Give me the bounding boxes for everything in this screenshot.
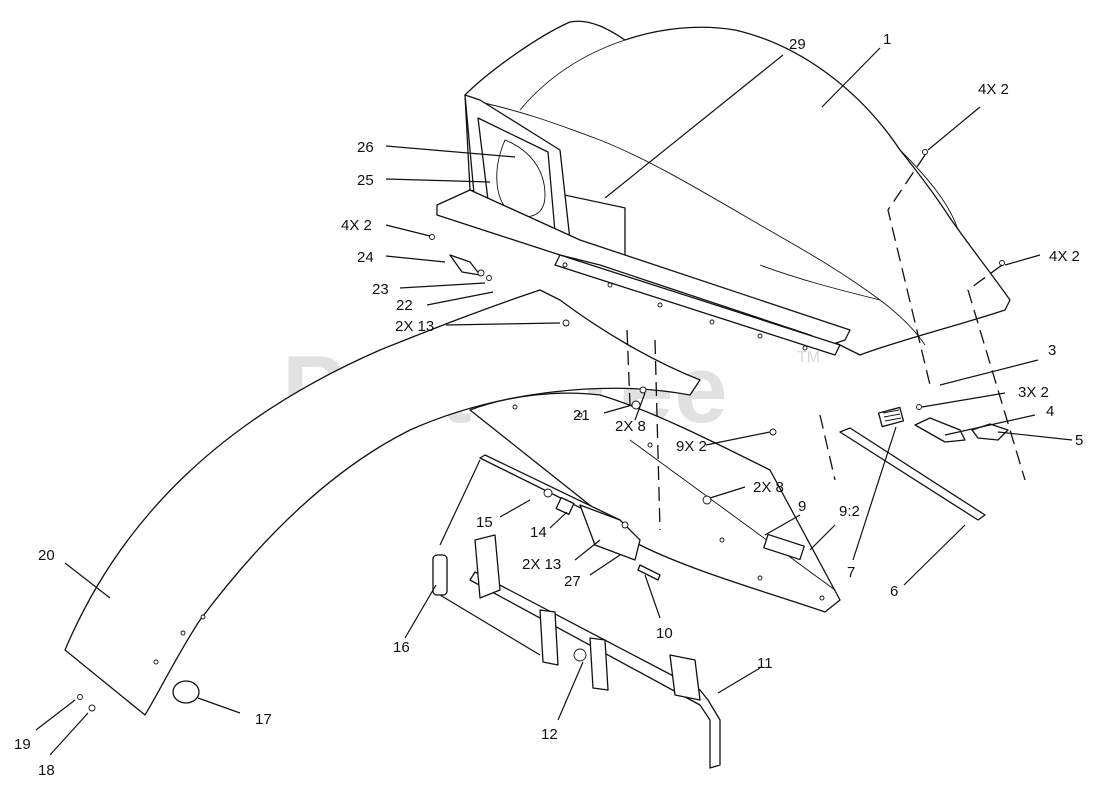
part-latch-4: [914, 417, 966, 443]
callout-7: 7: [847, 564, 855, 581]
callout-25: 25: [357, 172, 374, 189]
watermark-trademark: TM: [797, 349, 820, 366]
callout-9-2: 9:2: [839, 503, 860, 520]
callout-3x2: 3X 2: [1018, 384, 1049, 401]
callout-11: 11: [757, 655, 773, 672]
callout-21: 21: [573, 407, 590, 424]
part-chute: [64, 289, 701, 716]
callout-1: 1: [883, 31, 891, 48]
callout-19: 19: [14, 736, 31, 753]
callout-4: 4: [1046, 403, 1054, 420]
callout-12: 12: [541, 726, 558, 743]
part-grille-7: [877, 406, 905, 428]
callout-10: 10: [656, 625, 673, 642]
callout-15: 15: [476, 514, 493, 531]
leader-lines: [35, 47, 1073, 756]
callout-2x13-top: 2X 13: [395, 318, 434, 335]
callout-16: 16: [393, 639, 410, 656]
callout-14: 14: [530, 524, 547, 541]
callout-labels: 1 29 4X 2 26 25 4X 2 4X 2 24 23 22 2X 13…: [14, 31, 1083, 779]
callout-2x8-mid: 2X 8: [753, 479, 784, 496]
callout-29: 29: [789, 36, 806, 53]
part-bracket-plate: [469, 392, 841, 613]
callout-24: 24: [357, 249, 374, 266]
callout-4x2-left: 4X 2: [341, 217, 372, 234]
part-lever-assembly: [469, 534, 721, 769]
callout-2x8-top: 2X 8: [615, 418, 646, 435]
part-spring-16: [432, 459, 541, 656]
callout-9x2: 9X 2: [676, 438, 707, 455]
part-strip-6: [839, 427, 986, 521]
part-knob-5: [971, 423, 1009, 441]
fasteners: [77, 149, 1005, 712]
callout-27: 27: [564, 573, 581, 590]
assembly-dashed-lines: [626, 154, 1026, 531]
callout-20: 20: [38, 547, 55, 564]
callout-22: 22: [396, 297, 413, 314]
callout-9: 9: [798, 498, 806, 515]
callout-5: 5: [1075, 432, 1083, 449]
part-knob-24: [449, 254, 481, 276]
callout-2x13-low: 2X 13: [522, 556, 561, 573]
callout-3: 3: [1048, 342, 1056, 359]
callout-17: 17: [255, 711, 272, 728]
callout-4x2-right: 4X 2: [1049, 248, 1080, 265]
callout-4x2-top: 4X 2: [978, 81, 1009, 98]
callout-26: 26: [357, 139, 374, 156]
part-plug-17: [172, 680, 200, 704]
part-bracket-27: [579, 504, 661, 581]
callout-18: 18: [38, 762, 55, 779]
callout-23: 23: [372, 281, 389, 298]
callout-6: 6: [890, 583, 898, 600]
part-mount-plate: [436, 189, 851, 356]
